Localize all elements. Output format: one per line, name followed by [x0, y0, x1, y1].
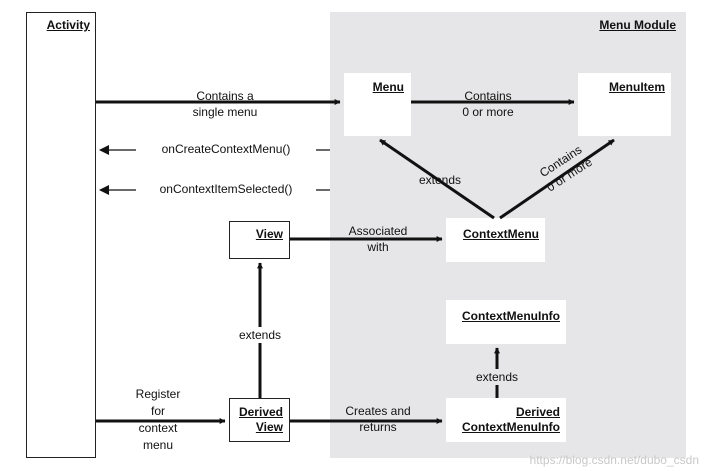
label-contains-zero-line-1: Contains — [464, 89, 512, 103]
derived-view-title-line-1: Derived — [238, 405, 283, 419]
label-contains-zero-line-2: 0 or more — [462, 105, 514, 119]
menu-title: Menu — [372, 80, 404, 94]
label-creates-and-returns: Creates and returns — [336, 403, 420, 435]
view-title: View — [255, 227, 283, 241]
derived-view-box — [229, 398, 290, 442]
activity-title: Activity — [46, 18, 90, 32]
menu-module-title: Menu Module — [599, 18, 676, 32]
menuitem-title: MenuItem — [608, 80, 665, 94]
label-on-create-context-menu: onCreateContextMenu() — [136, 141, 316, 157]
label-register-line-2: for — [150, 404, 165, 418]
label-creates-line-1: Creates and — [345, 404, 411, 418]
contextmenuinfo-box — [446, 300, 566, 344]
activity-box — [26, 12, 96, 458]
label-register-for-context-menu: Register for context menu — [118, 386, 198, 454]
derived-cmi-title-line-2: ContextMenuInfo — [462, 420, 560, 434]
label-associated-with: Associated with — [338, 223, 418, 255]
derived-view-title-line-2: View — [255, 420, 283, 434]
contextmenu-title: ContextMenu — [463, 227, 539, 241]
derived-contextmenuinfo-box — [446, 398, 566, 442]
label-associated-line-1: Associated — [348, 224, 408, 238]
derived-cmi-title-line-1: Derived — [515, 405, 560, 419]
menuitem-box — [578, 73, 671, 136]
arrow-contextmenu-extends-menu — [379, 138, 495, 220]
label-creates-line-2: returns — [359, 420, 397, 434]
derived-contextmenuinfo-title: Derived ContextMenuInfo — [446, 405, 560, 435]
label-contains-single-menu: Contains a single menu — [180, 88, 270, 120]
label-contains-zero-or-more: Contains 0 or more — [445, 88, 531, 120]
label-associated-line-2: with — [367, 240, 389, 254]
view-box — [229, 221, 290, 259]
label-extends-view: extends — [229, 327, 291, 343]
arrow-contextmenu-contains-menuitem — [499, 138, 615, 220]
label-register-line-4: menu — [142, 438, 174, 452]
label-extends-menu: extends — [418, 173, 462, 187]
label-register-line-1: Register — [135, 387, 181, 401]
label-on-context-item-selected: onContextItemSelected() — [136, 181, 316, 197]
watermark: https://blog.csdn.net/dubo_csdn — [529, 453, 699, 467]
label-contains-single-line-1: Contains a — [196, 89, 254, 103]
contextmenu-box — [446, 218, 545, 262]
label-extends-cmi: extends — [467, 369, 527, 385]
contextmenuinfo-title: ContextMenuInfo — [462, 309, 560, 323]
label-register-line-3: context — [138, 421, 178, 435]
label-contains-single-line-2: single menu — [192, 105, 258, 119]
menu-box — [344, 73, 411, 136]
derived-view-title: Derived View — [229, 405, 283, 435]
